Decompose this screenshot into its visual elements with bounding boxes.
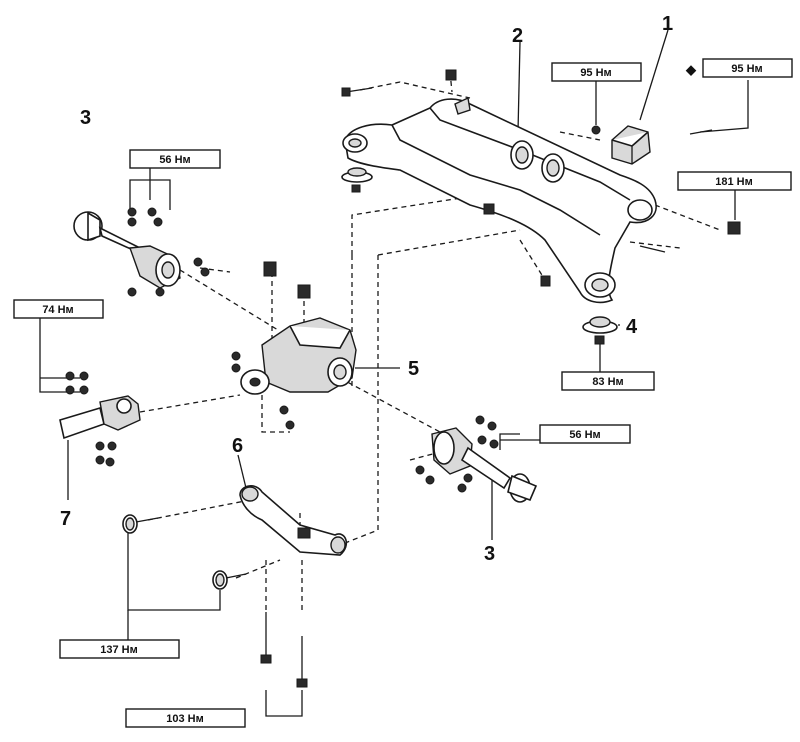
label-2: 2 bbox=[512, 25, 523, 47]
diamond-marker: ◆ bbox=[685, 62, 697, 77]
svg-text:103 Нм: 103 Нм bbox=[166, 713, 204, 725]
lower-stopper bbox=[582, 316, 618, 345]
torque-56-right: 56 Нм bbox=[539, 424, 631, 444]
svg-text:181 Нм: 181 Нм bbox=[715, 176, 753, 188]
label-1: 1 bbox=[662, 13, 673, 35]
label-4: 4 bbox=[626, 316, 638, 338]
torque-56-left: 56 Нм bbox=[129, 149, 221, 169]
support-bushing-bolts bbox=[122, 514, 247, 590]
svg-text:56 Нм: 56 Нм bbox=[569, 429, 600, 441]
torque-74: 74 Нм bbox=[13, 299, 104, 319]
right-driveshaft bbox=[415, 415, 538, 503]
torque-137: 137 Нм bbox=[59, 639, 180, 659]
torque-95-right: 95 Нм bbox=[702, 58, 793, 78]
torque-181: 181 Нм bbox=[677, 171, 792, 191]
label-3-left: 3 bbox=[80, 107, 91, 129]
svg-text:95 Нм: 95 Нм bbox=[731, 63, 762, 75]
svg-text:74 Нм: 74 Нм bbox=[42, 304, 73, 316]
diff-support-member bbox=[239, 485, 348, 556]
part-number-labels: 1 2 3 4 5 6 7 3 bbox=[60, 13, 673, 565]
torque-labels: 95 Нм ◆ 95 Нм 181 Нм 56 Нм 74 Нм 83 Нм 5… bbox=[13, 58, 793, 728]
torque-83: 83 Нм bbox=[561, 371, 655, 391]
label-7: 7 bbox=[60, 508, 71, 530]
differential bbox=[231, 261, 357, 430]
upper-stopper bbox=[341, 167, 373, 193]
propeller-shaft bbox=[59, 371, 141, 467]
subframe-mount bbox=[591, 125, 713, 165]
svg-text:83 Нм: 83 Нм bbox=[592, 376, 623, 388]
torque-103: 103 Нм bbox=[125, 708, 246, 728]
svg-text:137 Нм: 137 Нм bbox=[100, 644, 138, 656]
left-driveshaft bbox=[73, 207, 210, 297]
svg-text:95 Нм: 95 Нм bbox=[580, 67, 611, 79]
label-5: 5 bbox=[408, 358, 419, 380]
label-3-right: 3 bbox=[484, 543, 495, 565]
svg-text:56 Нм: 56 Нм bbox=[159, 154, 190, 166]
subframe-bolt bbox=[341, 87, 373, 97]
label-6: 6 bbox=[232, 435, 243, 457]
nut-181 bbox=[639, 221, 741, 253]
torque-95-left: 95 Нм bbox=[551, 62, 642, 82]
rear-subframe bbox=[342, 69, 657, 304]
long-bolts bbox=[260, 612, 308, 688]
